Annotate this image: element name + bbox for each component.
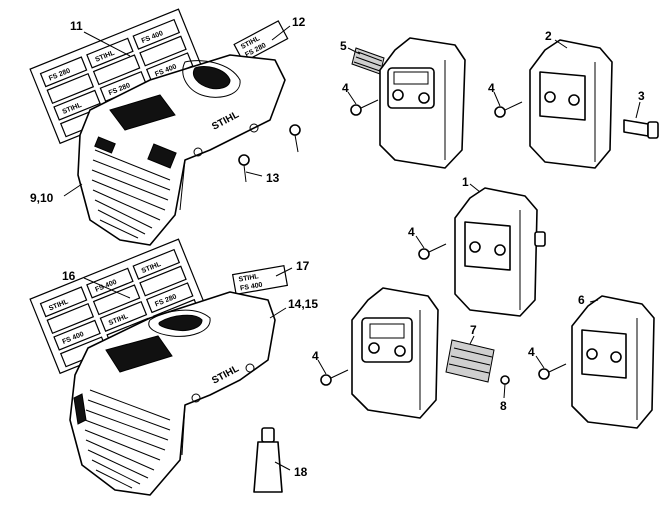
callout-4-e: 4 (528, 345, 535, 359)
muffler-bottom-center (351, 287, 439, 419)
callout-17: 17 (296, 259, 310, 273)
spark-screen-7 (445, 339, 495, 383)
screw-4 (350, 99, 379, 116)
callout-4-a: 4 (342, 81, 349, 95)
screw-4 (418, 243, 447, 260)
screw-4 (494, 101, 523, 118)
callout-5: 5 (340, 39, 347, 53)
callout-7: 7 (470, 323, 477, 337)
callout-16: 16 (62, 269, 76, 283)
callout-11: 11 (70, 19, 83, 33)
decal-label: STIHL (238, 273, 260, 284)
decal-sheet-16: STIHL FS 400 STIHL FS 400 STIHL FS 280 (29, 238, 210, 375)
muffler-1 (454, 187, 546, 317)
grease-tube-18 (253, 427, 283, 493)
callout-2: 2 (545, 29, 552, 43)
engine-cover-upper: STIHL (77, 54, 286, 246)
callout-14-15: 14,15 (288, 297, 318, 311)
muffler-top-center (379, 37, 466, 169)
decal-label: FS 400 (240, 282, 264, 293)
screw-13 (238, 124, 301, 183)
screw-8 (500, 375, 510, 385)
callout-4-b: 4 (488, 81, 495, 95)
callout-13: 13 (266, 171, 280, 185)
engine-cover-lower: STIHL (69, 291, 276, 496)
callout-1: 1 (462, 175, 469, 189)
callout-8: 8 (500, 399, 507, 413)
muffler-2 (529, 39, 613, 169)
callout-4-c: 4 (408, 225, 415, 239)
screw-4 (538, 363, 567, 380)
callout-18: 18 (294, 465, 308, 479)
screw-4 (320, 369, 349, 386)
muffler-6 (571, 295, 655, 429)
decal-17: STIHL FS 400 (231, 264, 289, 296)
callout-3: 3 (638, 89, 645, 103)
callout-12: 12 (292, 15, 306, 29)
callout-9-10: 9,10 (30, 191, 54, 205)
callout-6: 6 (578, 293, 585, 307)
callout-4-d: 4 (312, 349, 319, 363)
stud-3 (623, 119, 659, 139)
